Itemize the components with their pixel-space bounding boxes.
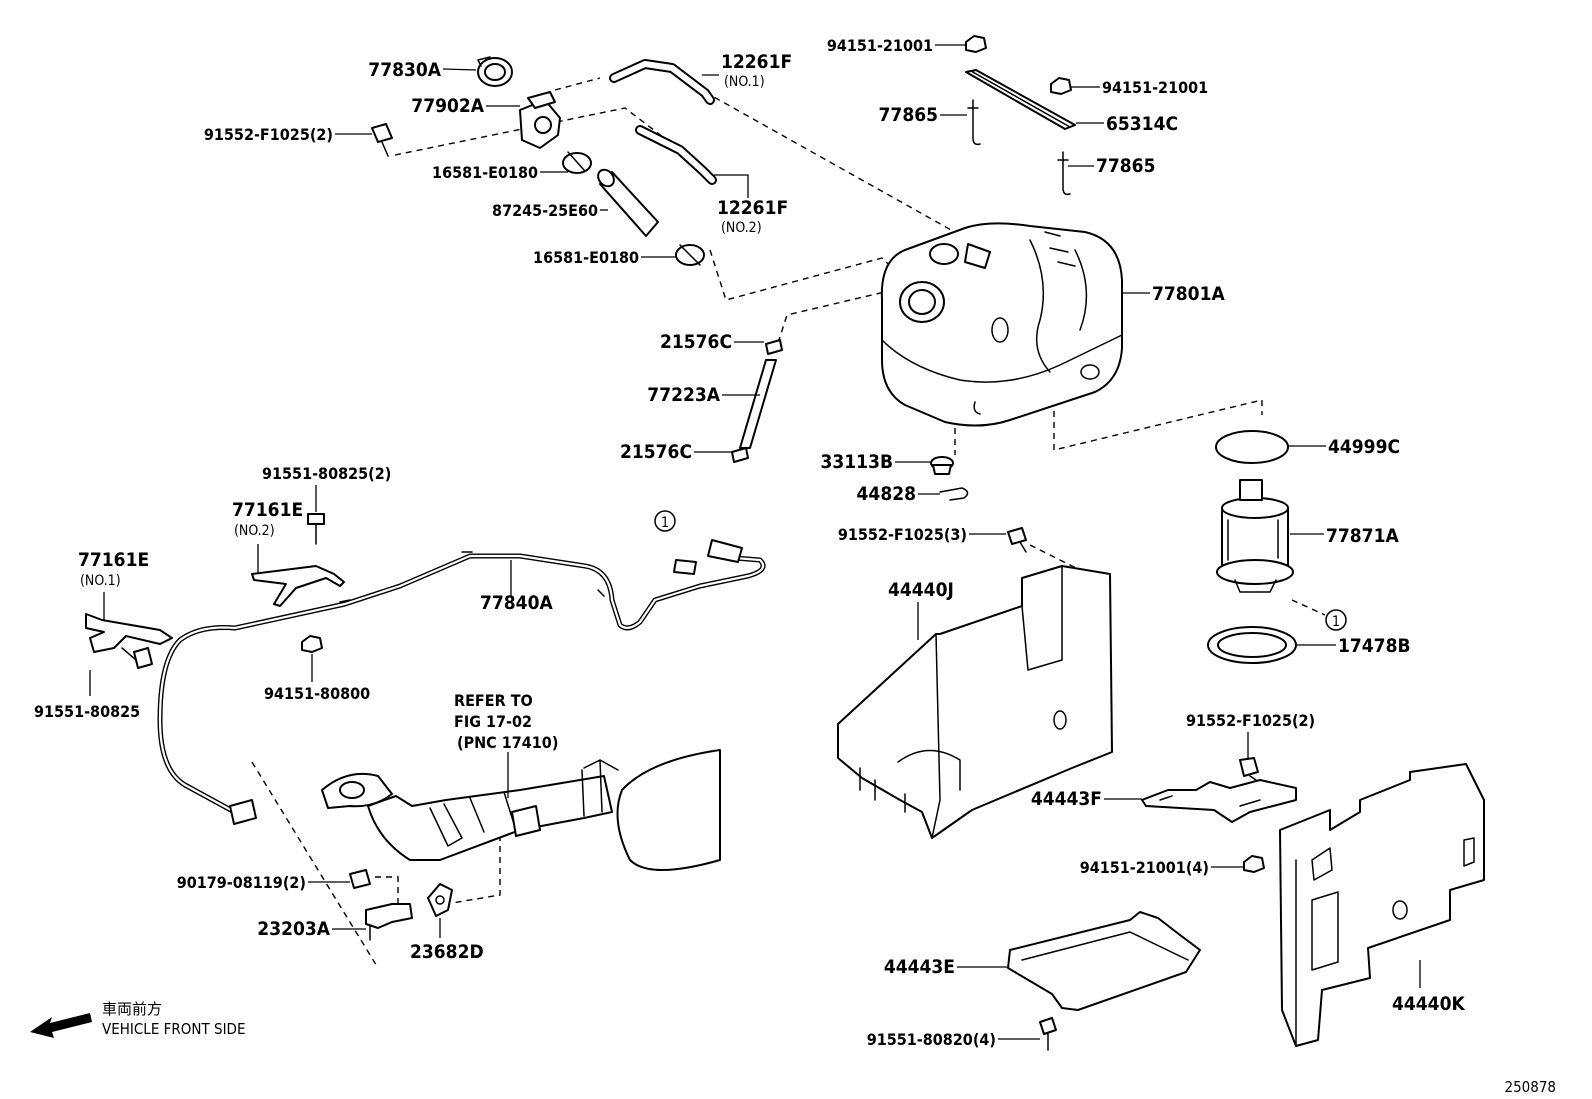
clamp-21576C-b <box>731 447 749 463</box>
label-23682D: 23682D <box>410 941 484 963</box>
inlet-cap-77830A <box>477 56 513 87</box>
grommet-33113B <box>930 456 954 475</box>
label-77161E-no2: 77161E <box>232 499 303 521</box>
label-12261F-no1: 12261F <box>721 51 792 73</box>
label-94151-80800: 94151-80800 <box>264 684 370 703</box>
label-77161E-no2-sub: (NO.2) <box>234 523 275 539</box>
label-77161E-no1: 77161E <box>78 549 149 571</box>
hose-12261F-no2 <box>635 125 717 185</box>
label-16581-E0180-b: 16581-E0180 <box>533 248 639 267</box>
label-91552-F1025-3: 91552-F1025(3) <box>838 525 967 544</box>
exhaust-pipe <box>321 749 721 871</box>
label-94151-21001-a: 94151-21001 <box>827 36 933 55</box>
nut-94151-b <box>1050 77 1072 95</box>
label-44828: 44828 <box>857 483 916 505</box>
label-87245-25E60: 87245-25E60 <box>492 201 598 220</box>
label-44443F: 44443F <box>1031 788 1102 810</box>
nut-94151-a <box>965 35 987 53</box>
label-77161E-no1-sub: (NO.1) <box>80 573 121 589</box>
bolt-91552-top <box>371 123 393 157</box>
label-77865-a: 77865 <box>879 104 938 126</box>
labels: 77830A 12261F (NO.1) 77902A 91552-F1025(… <box>34 36 1465 1049</box>
label-77801A: 77801A <box>1152 283 1225 305</box>
bracket-44443F <box>1141 779 1297 823</box>
gasket-44999C <box>1215 430 1289 464</box>
direction-jp: 車両前方 <box>102 1000 162 1018</box>
label-44443E: 44443E <box>884 956 955 978</box>
ref-circle-left-text: 1 <box>661 515 669 531</box>
clip-16581-a <box>562 151 592 174</box>
bracket-44440K <box>1279 763 1485 1047</box>
label-17478B: 17478B <box>1338 635 1411 657</box>
front-arrow-icon <box>30 1013 92 1038</box>
ref-circle-right-text: 1 <box>1332 614 1340 630</box>
bracket-44443E <box>1007 911 1201 1011</box>
refer-line-1: REFER TO <box>454 691 533 710</box>
illustration-number: 250878 <box>1504 1078 1556 1096</box>
label-77840A: 77840A <box>480 592 553 614</box>
fuel-tank-77801A <box>880 222 1123 427</box>
label-91551-80820-4: 91551-80820(4) <box>867 1030 996 1049</box>
bracket-77161E-no1 <box>85 613 173 653</box>
label-77902A: 77902A <box>411 95 484 117</box>
clip-44828 <box>939 487 969 501</box>
hose-87245 <box>597 168 659 237</box>
bolt-91551-80820-4 <box>1039 1017 1057 1051</box>
retainer-ring-17478B <box>1207 626 1297 664</box>
nut-94151-80800 <box>301 635 323 653</box>
refer-line-2: FIG 17-02 <box>454 712 532 731</box>
label-33113B: 33113B <box>821 451 894 473</box>
label-44440K: 44440K <box>1392 993 1465 1015</box>
bracket-44440J <box>837 565 1113 839</box>
label-23203A: 23203A <box>257 918 330 940</box>
wire-harness-77840A <box>157 539 766 825</box>
label-91552-F1025-2-top: 91552-F1025(2) <box>204 125 333 144</box>
label-12261F-no1-sub: (NO.1) <box>724 74 765 90</box>
hook-77865-a <box>967 99 981 146</box>
label-91551-80825-2: 91551-80825(2) <box>262 464 391 483</box>
bolt-91552-F1025-2-mid <box>1239 757 1259 781</box>
label-21576C-a: 21576C <box>660 331 732 353</box>
label-94151-21001-4: 94151-21001(4) <box>1080 858 1209 877</box>
label-65314C: 65314C <box>1106 113 1178 135</box>
label-12261F-no2-sub: (NO.2) <box>721 220 762 236</box>
label-44440J: 44440J <box>888 579 954 601</box>
hook-77865-b <box>1057 151 1071 196</box>
breather-valve-77902A <box>519 91 561 149</box>
label-21576C-b: 21576C <box>620 441 692 463</box>
vent-tube-77223A <box>739 359 777 449</box>
clip-16581-b <box>675 244 705 266</box>
fuel-pump-77871A <box>1216 479 1294 593</box>
bolt-90179-08119 <box>349 869 371 889</box>
label-44999C: 44999C <box>1328 436 1400 458</box>
label-94151-21001-b: 94151-21001 <box>1102 78 1208 97</box>
ref-circle-1-right: 1 <box>1325 609 1347 631</box>
label-77223A: 77223A <box>647 384 720 406</box>
label-91552-F1025-2-mid: 91552-F1025(2) <box>1186 711 1315 730</box>
bracket-77161E-no2 <box>251 565 345 607</box>
leader-lines <box>89 44 1421 1040</box>
bolt-91551-80825 <box>121 647 153 669</box>
label-77830A: 77830A <box>368 59 441 81</box>
gasket-23682D <box>427 883 453 917</box>
vehicle-front-indicator: 車両前方 VEHICLE FRONT SIDE <box>30 1000 245 1038</box>
band-65314C <box>965 69 1076 130</box>
direction-en: VEHICLE FRONT SIDE <box>102 1020 245 1038</box>
hose-12261F-no1 <box>609 59 715 105</box>
label-16581-E0180-a: 16581-E0180 <box>432 163 538 182</box>
bolt-91552-F1025-3 <box>1007 527 1027 553</box>
sensor-23203A <box>365 903 413 941</box>
dashed-guides <box>251 77 1326 969</box>
label-77871A: 77871A <box>1326 525 1399 547</box>
refer-line-3: (PNC 17410) <box>457 733 558 752</box>
label-90179-08119-2: 90179-08119(2) <box>177 873 306 892</box>
label-91551-80825: 91551-80825 <box>34 702 140 721</box>
ref-circle-1-left: 1 <box>654 510 676 532</box>
bolt-91551-80825-2 <box>307 513 325 545</box>
label-77865-b: 77865 <box>1096 155 1155 177</box>
label-12261F-no2: 12261F <box>717 197 788 219</box>
clamp-21576C-a <box>765 339 783 355</box>
nut-94151-21001-4 <box>1243 855 1265 873</box>
